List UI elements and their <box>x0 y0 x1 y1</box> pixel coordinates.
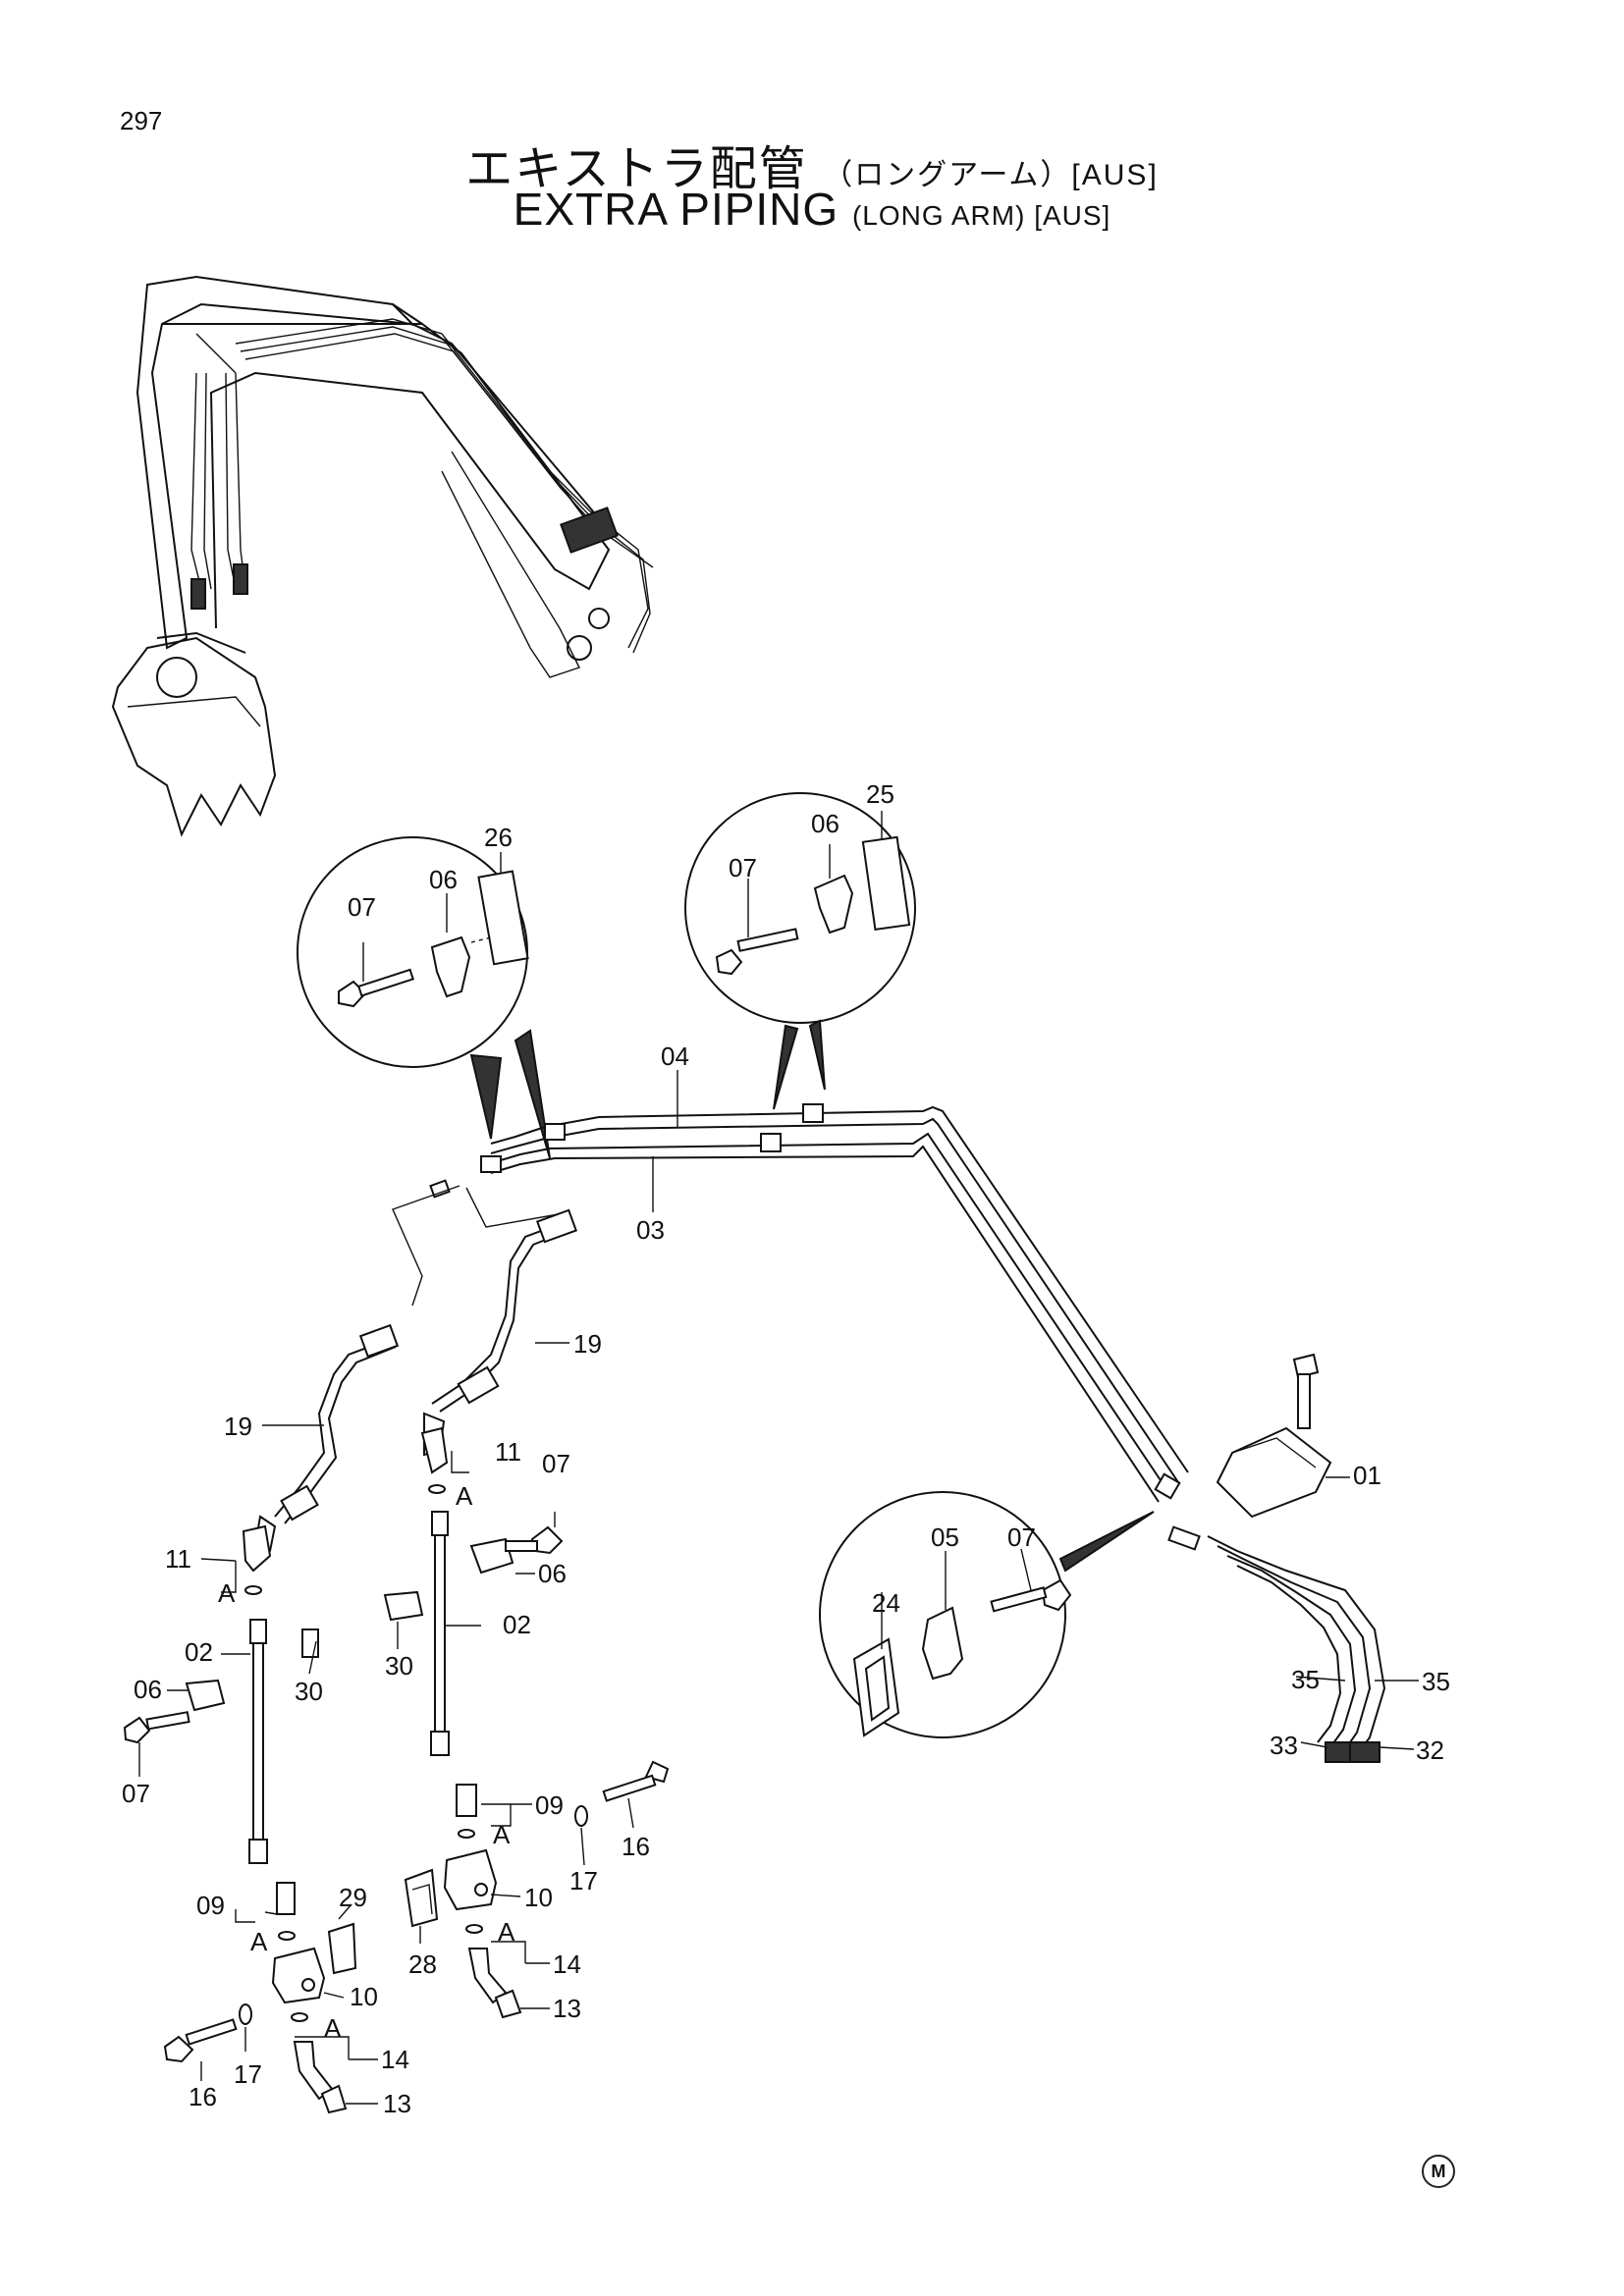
title-japanese: エキストラ配管 （ロングアーム）[AUS] <box>0 130 1624 198</box>
label-a-4: A <box>493 1820 511 1849</box>
bracket-and-hoses <box>1167 1353 1419 1763</box>
label-07-circle2: 07 <box>729 853 757 882</box>
label-a-3: A <box>250 1927 268 1956</box>
label-29: 29 <box>339 1883 367 1912</box>
page-number: 297 <box>120 106 163 135</box>
label-09-right: 09 <box>535 1790 564 1820</box>
hoses-19 <box>251 1208 578 1558</box>
label-a-6: A <box>498 1917 515 1947</box>
label-17-left: 17 <box>234 2059 262 2089</box>
label-a-1: A <box>218 1578 236 1608</box>
detail-circle-1 <box>297 836 551 1159</box>
label-33: 33 <box>1270 1731 1298 1760</box>
label-10-left: 10 <box>350 1982 378 2011</box>
label-16-right: 16 <box>622 1832 650 1861</box>
title-en-sub: (LONG ARM) [AUS] <box>851 200 1111 231</box>
label-35-right: 35 <box>1422 1667 1450 1696</box>
label-32: 32 <box>1416 1735 1444 1765</box>
label-05: 05 <box>931 1522 959 1552</box>
label-11-left: 11 <box>165 1544 191 1574</box>
label-01: 01 <box>1353 1461 1381 1490</box>
label-13-left: 13 <box>383 2089 411 2118</box>
title-jp-sub: （ロングアーム）[AUS] <box>823 159 1159 191</box>
left-fitting-assembly <box>123 1524 378 2114</box>
label-06-left: 06 <box>134 1675 162 1704</box>
detail-circle-3 <box>819 1491 1155 1738</box>
label-09-left: 09 <box>196 1891 225 1920</box>
label-07-circle3: 07 <box>1007 1522 1036 1552</box>
label-03: 03 <box>636 1215 665 1245</box>
label-26: 26 <box>484 823 513 852</box>
label-19-left: 19 <box>224 1412 252 1441</box>
title-jp-main: エキストラ配管 <box>465 143 808 195</box>
circled-m-mark: M <box>1422 2155 1455 2188</box>
label-10-right: 10 <box>524 1883 553 1912</box>
part-labels: 01 02 02 03 04 05 06 06 06 06 07 07 07 0… <box>122 779 1450 2118</box>
label-28: 28 <box>408 1949 437 1979</box>
excavator-arm-illustration <box>111 275 654 837</box>
main-pipes <box>392 1070 1189 1503</box>
label-06-circle2: 06 <box>811 809 839 838</box>
detail-circle-2 <box>684 792 916 1110</box>
label-07-left: 07 <box>122 1779 150 1808</box>
label-06-circle1: 06 <box>429 865 458 894</box>
label-07-right: 07 <box>542 1449 570 1478</box>
label-02-right: 02 <box>503 1610 531 1639</box>
label-a-2: A <box>456 1481 473 1511</box>
label-07-circle1: 07 <box>348 892 376 922</box>
label-17-right: 17 <box>569 1866 598 1896</box>
label-14-right: 14 <box>553 1949 581 1979</box>
label-30-left: 30 <box>295 1677 323 1706</box>
label-30-right: 30 <box>385 1651 413 1681</box>
label-11-right: 11 <box>495 1437 521 1467</box>
label-a-5: A <box>324 2013 342 2043</box>
label-25: 25 <box>866 779 894 809</box>
title-en-main: EXTRA PIPING <box>513 184 839 235</box>
label-02-left: 02 <box>185 1637 213 1667</box>
label-14-left: 14 <box>381 2045 409 2074</box>
label-24: 24 <box>872 1588 900 1618</box>
label-16-left: 16 <box>189 2082 217 2111</box>
label-06-right: 06 <box>538 1559 567 1588</box>
label-35-left: 35 <box>1291 1665 1320 1694</box>
right-fitting-assembly <box>383 1426 670 2019</box>
title-english: EXTRA PIPING (LONG ARM) [AUS] <box>0 183 1624 236</box>
label-04: 04 <box>661 1041 689 1071</box>
label-19-right: 19 <box>573 1329 602 1359</box>
label-13-right: 13 <box>553 1994 581 2023</box>
